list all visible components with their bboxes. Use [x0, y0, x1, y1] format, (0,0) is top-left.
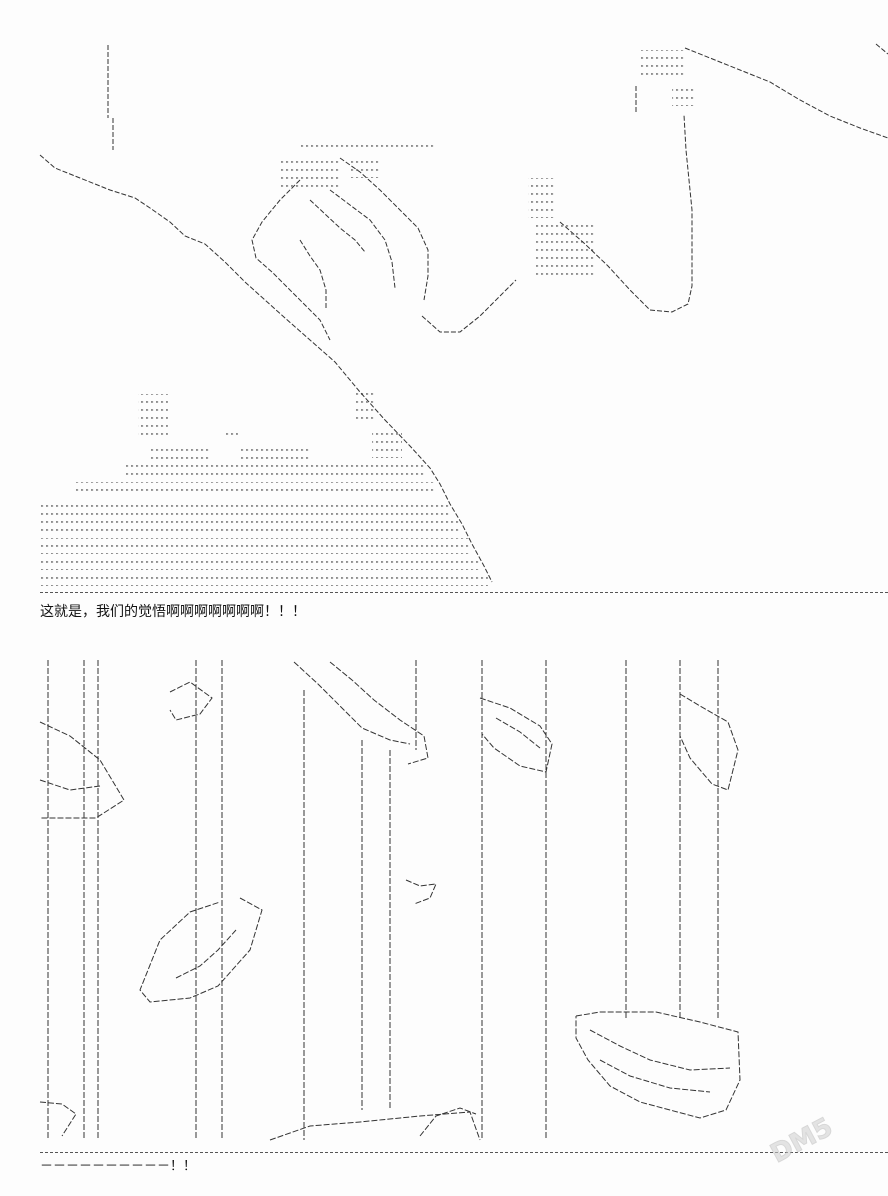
ascii-art-bottom-drawing	[39, 660, 741, 1141]
section-divider-bottom	[40, 1152, 888, 1153]
section-divider	[40, 592, 888, 593]
dialogue-caption: 这就是，我们的觉悟啊啊啊啊啊啊啊！！！	[40, 604, 306, 620]
ending-caption: －－－－－－－－－－！！	[40, 1159, 197, 1174]
ascii-art-top-drawing: "	[39, 43, 888, 586]
ascii-art-top-panel: "	[0, 0, 888, 596]
ascii-art-bottom-panel	[0, 640, 888, 1152]
